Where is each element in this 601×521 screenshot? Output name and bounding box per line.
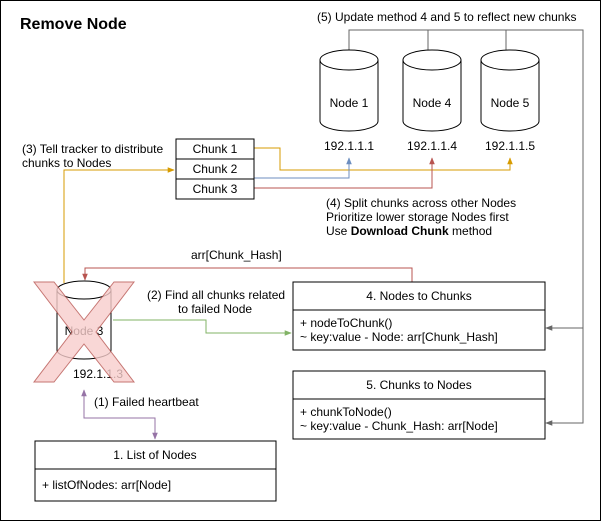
arr-chunk-hash-label: arr[Chunk_Hash] [191, 248, 282, 262]
node-1-ip: 192.1.1.1 [324, 139, 374, 153]
nodes-to-chunks-method: + nodeToChunk() [300, 316, 392, 330]
chunks-to-nodes-method: + chunkToNode() [300, 405, 392, 419]
chunks-to-nodes-title: 5. Chunks to Nodes [366, 378, 471, 392]
node-4-cylinder: Node 4 [402, 49, 462, 132]
node-5-ip: 192.1.1.5 [485, 139, 535, 153]
chunk3-to-node4-arrow [254, 157, 435, 189]
list-of-nodes-title: 1. List of Nodes [113, 448, 196, 462]
step4-label-line3: Use Download Chunk method [326, 224, 492, 238]
node-1-label: Node 1 [330, 96, 369, 110]
diagram-title: Remove Node [20, 16, 127, 33]
chunk-3-label: Chunk 3 [193, 182, 238, 196]
nodes-to-chunks-class: 4. Nodes to Chunks + nodeToChunk() ~ key… [292, 281, 546, 351]
failed-x-icon [32, 281, 136, 383]
step3-label-line1: (3) Tell tracker to distribute [22, 142, 163, 156]
step1-arrow [81, 389, 158, 440]
chunk2-to-node1-arrow [254, 157, 352, 179]
chunk-hash-return-arrow [82, 267, 413, 282]
step3-label-line2: chunks to Nodes [22, 156, 111, 170]
chunk-table: Chunk 1 Chunk 2 Chunk 3 [175, 138, 255, 200]
step5-label: (5) Update method 4 and 5 to reflect new… [317, 10, 576, 24]
step4-label-line1: (4) Split chunks across other Nodes [326, 196, 516, 210]
step3-arrow [63, 167, 175, 283]
chunk1-to-node5-arrow [254, 147, 513, 171]
chunks-to-nodes-kv: ~ key:value - Chunk_Hash: arr[Node] [300, 419, 498, 433]
node-4-label: Node 4 [413, 96, 452, 110]
nodes-to-chunks-title: 4. Nodes to Chunks [366, 289, 471, 303]
update-connector [348, 29, 584, 426]
step1-label: (1) Failed heartbeat [94, 395, 199, 409]
list-of-nodes-field: + listOfNodes: arr[Node] [42, 478, 171, 492]
node-1-cylinder: Node 1 [319, 49, 379, 132]
step4-label-line2: Prioritize lower storage Nodes first [326, 210, 509, 224]
chunks-to-nodes-class: 5. Chunks to Nodes + chunkToNode() ~ key… [292, 370, 546, 440]
node-5-cylinder: Node 5 [480, 49, 540, 132]
node-4-ip: 192.1.1.4 [407, 139, 457, 153]
step2-arrow [113, 319, 292, 336]
list-of-nodes-class: 1. List of Nodes + listOfNodes: arr[Node… [34, 440, 277, 502]
chunk-2-label: Chunk 2 [193, 162, 238, 176]
chunk-1-label: Chunk 1 [193, 142, 238, 156]
nodes-to-chunks-kv: ~ key:value - Node: arr[Chunk_Hash] [300, 330, 498, 344]
step2-label-line1: (2) Find all chunks related [147, 288, 285, 302]
node-5-label: Node 5 [491, 96, 530, 110]
step2-label-line2: to failed Node [178, 302, 252, 316]
